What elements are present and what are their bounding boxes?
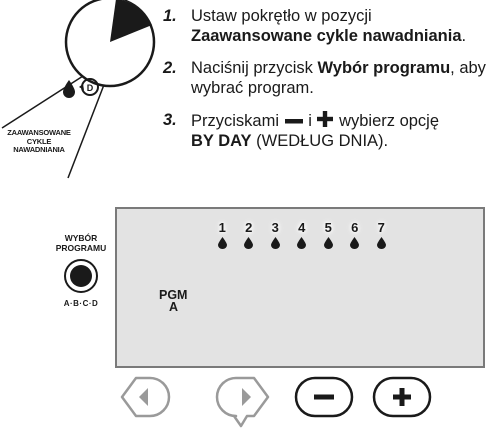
back-button[interactable] <box>120 376 180 418</box>
pgm-label: PGM <box>159 288 188 302</box>
program-indicator: PGM A <box>159 288 188 314</box>
step-text-part: Przyciskami <box>191 112 280 130</box>
dial-illustration: D <box>1 0 156 179</box>
step-bold: BY DAY <box>191 132 252 150</box>
step-2: 2. Naciśnij przycisk Wybór programu, aby… <box>163 58 498 98</box>
step-text-part: wybierz opcję <box>339 112 440 130</box>
day-number: 4 <box>298 220 306 235</box>
chevron-left-icon <box>120 376 171 418</box>
dial-label: ZAAWANSOWANE CYKLE NAWADNIANIA <box>2 128 76 155</box>
day-indicator: 4 <box>289 221 316 249</box>
dial-label-line: ZAAWANSOWANE <box>7 128 71 137</box>
water-drop-icon <box>63 80 75 98</box>
water-drop-icon <box>297 237 307 249</box>
water-drop-icon <box>323 237 333 249</box>
water-drop-icon <box>350 237 360 249</box>
instruction-steps: 1. Ustaw pokrętło w pozycji Zaawansowane… <box>163 6 498 163</box>
program-select-button[interactable] <box>64 259 98 293</box>
step-text-part: i <box>308 112 312 130</box>
program-letters: A·B·C·D <box>63 299 99 308</box>
plus-icon <box>393 388 411 406</box>
water-drop-icon <box>376 237 386 249</box>
water-drop-icon <box>217 237 227 249</box>
step-bold: Zaawansowane cykle nawadniania <box>191 27 462 45</box>
day-indicator: 7 <box>368 221 395 249</box>
step-number: 1. <box>163 7 177 25</box>
step-1: 1. Ustaw pokrętło w pozycji Zaawansowane… <box>163 6 498 46</box>
dial-label-line: CYKLE <box>26 136 52 146</box>
step-text: Przyciskami i wybierz opcję BY DAY (WEDŁ… <box>191 110 498 151</box>
minus-icon <box>314 394 334 400</box>
dial-label-line: NAWADNIANIA <box>13 145 65 154</box>
step-text: Naciśnij przycisk Wybór programu, aby wy… <box>191 58 498 98</box>
cycle-arrow-icon: D <box>79 78 99 96</box>
day-number: 6 <box>351 220 359 235</box>
day-indicator: 5 <box>315 221 342 249</box>
day-number: 2 <box>245 220 253 235</box>
day-number: 3 <box>271 220 279 235</box>
step-bold: Wybór programu <box>317 59 451 77</box>
step-text-part: . <box>461 27 467 45</box>
button-core <box>70 265 92 287</box>
step-text-part: , aby wybrać program. <box>191 59 486 97</box>
chevron-right-icon <box>215 376 270 428</box>
step-text-part: Ustaw pokrętło w pozycji <box>191 7 372 25</box>
day-indicators: 1 2 3 4 5 6 7 <box>209 221 395 249</box>
day-number: 7 <box>377 220 385 235</box>
plus-icon <box>317 111 334 127</box>
step-text: Ustaw pokrętło w pozycji Zaawansowane cy… <box>191 6 498 46</box>
dial-knob-icon <box>64 0 156 88</box>
day-indicator: 3 <box>262 221 289 249</box>
water-drop-icon <box>270 237 280 249</box>
minus-icon <box>284 119 303 124</box>
lcd-display: 1 2 3 4 5 6 7 PGM A <box>115 207 485 368</box>
step-3: 3. Przyciskami i wybierz opcję BY DAY (W… <box>163 110 498 151</box>
program-select-group: WYBÓR PROGRAMU A·B·C·D <box>51 233 111 308</box>
day-indicator: 2 <box>236 221 263 249</box>
program-button-caption: PROGRAMU <box>55 242 107 253</box>
step-text-part: Naciśnij przycisk <box>191 59 313 77</box>
step-text-part: (WEDŁUG DNIA). <box>256 132 389 150</box>
day-indicator: 6 <box>342 221 369 249</box>
plus-button[interactable] <box>372 376 432 418</box>
program-button-caption: WYBÓR <box>64 233 98 243</box>
pgm-value: A <box>169 300 179 314</box>
step-number: 3. <box>163 111 177 129</box>
water-drop-icon <box>244 237 254 249</box>
minus-button[interactable] <box>294 376 354 418</box>
day-number: 1 <box>218 220 226 235</box>
next-button[interactable] <box>210 376 270 428</box>
step-number: 2. <box>163 59 177 77</box>
day-number: 5 <box>324 220 332 235</box>
day-indicator: 1 <box>209 221 236 249</box>
svg-text:D: D <box>87 83 94 93</box>
